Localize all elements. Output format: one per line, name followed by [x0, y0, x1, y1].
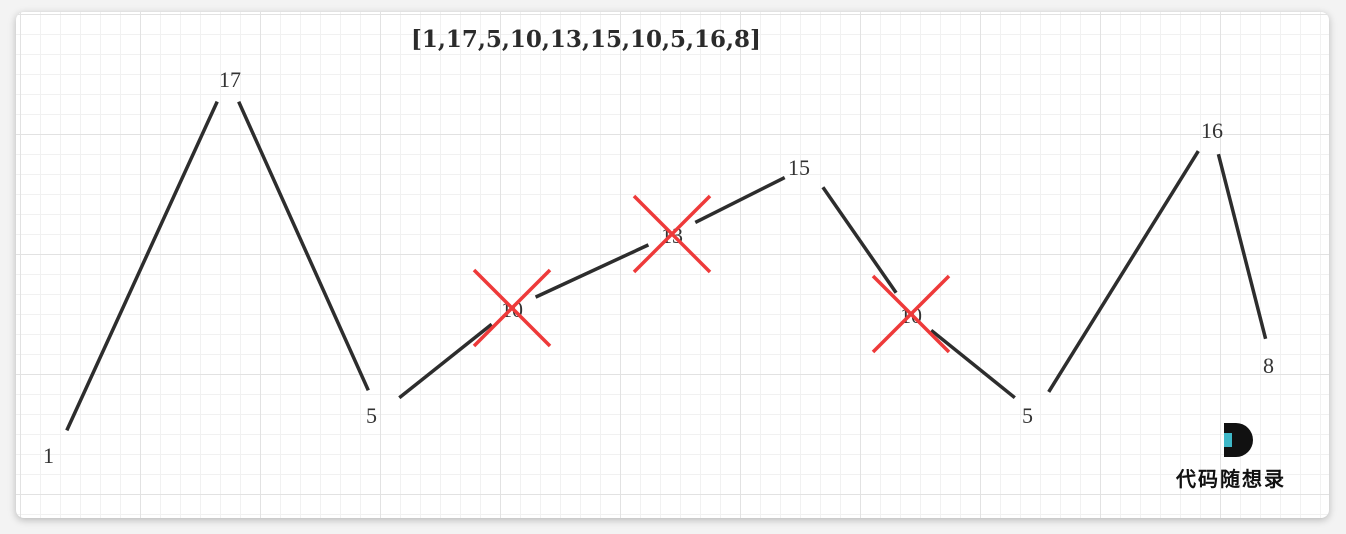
segment-6-7	[930, 328, 1016, 400]
segment-4-5	[694, 176, 786, 224]
value-label-7: 5	[1022, 403, 1033, 428]
cross-mark-6	[871, 274, 951, 354]
value-label-2: 5	[366, 403, 377, 428]
cross-mark-3	[472, 268, 552, 348]
segment-1-2	[237, 100, 370, 392]
logo-text: 代码随想录	[1176, 467, 1286, 491]
value-label-5: 15	[788, 155, 810, 180]
segment-3-4	[534, 243, 650, 299]
value-label-8: 16	[1201, 118, 1223, 143]
segment-5-6	[821, 186, 898, 294]
segment-2-3	[398, 322, 493, 400]
segment-0-1	[65, 100, 219, 432]
value-label-0: 1	[43, 443, 54, 468]
segment-8-9	[1216, 153, 1268, 340]
sequence-title: [1,17,5,10,13,15,10,5,16,8]	[411, 26, 761, 53]
value-label-1: 17	[219, 67, 241, 92]
segment-7-8	[1047, 150, 1200, 393]
wiggle-diagram: 1175101315105168	[43, 67, 1274, 468]
logo-d-icon	[1224, 423, 1253, 457]
value-label-9: 8	[1263, 353, 1274, 378]
diagram-card: 1175101315105168 [1,17,5,10,13,15,10,5,1…	[16, 12, 1329, 518]
cross-mark-4	[632, 194, 712, 274]
